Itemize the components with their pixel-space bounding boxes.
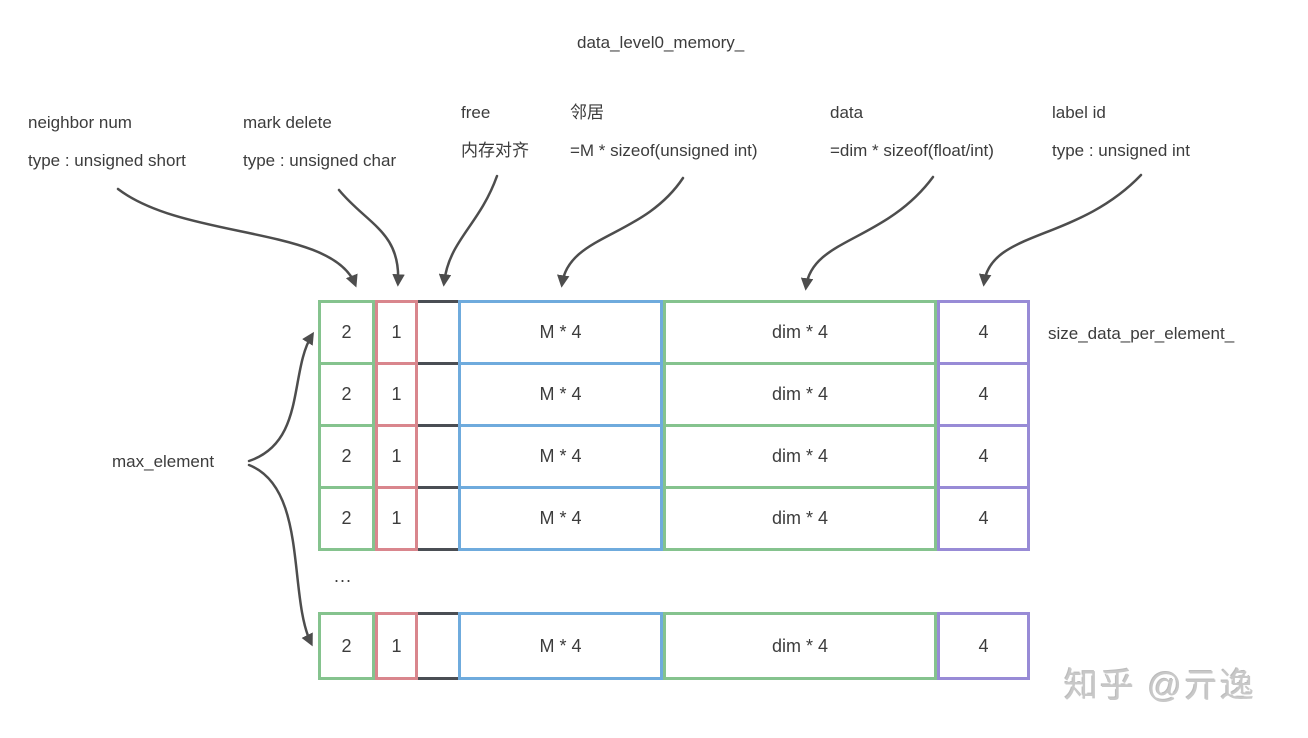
annotation-free: free 内存对齐 — [461, 94, 529, 170]
cell-data: dim * 4 — [663, 424, 937, 489]
annotation-free-type: 内存对齐 — [461, 141, 529, 160]
arrow-free — [438, 174, 499, 287]
annotation-neighbors: 邻居 =M * sizeof(unsigned int) — [570, 94, 758, 170]
table-row: 2 1 M * 4 dim * 4 4 — [318, 612, 1030, 680]
arrow-mark-delete — [337, 188, 405, 287]
annotation-label-id: label id type : unsigned int — [1052, 94, 1190, 170]
cell-data: dim * 4 — [663, 300, 937, 365]
cell-neighbor-num: 2 — [318, 612, 375, 680]
annotation-label-id-type: type : unsigned int — [1052, 141, 1190, 160]
annotation-neighbor-num: neighbor num type : unsigned short — [28, 104, 186, 180]
table-row: 2 1 M * 4 dim * 4 4 — [318, 486, 1030, 551]
cell-data: dim * 4 — [663, 486, 937, 551]
annotation-neighbor-num-name: neighbor num — [28, 113, 132, 132]
arrow-label-id — [978, 173, 1143, 287]
cell-neighbor-num: 2 — [318, 424, 375, 489]
rows-ellipsis: ... — [334, 566, 353, 586]
annotation-mark-delete-type: type : unsigned char — [243, 151, 397, 170]
cell-free — [418, 300, 458, 365]
cell-neighbors: M * 4 — [458, 612, 663, 680]
cell-data: dim * 4 — [663, 612, 937, 680]
annotation-mark-delete: mark delete type : unsigned char — [243, 104, 396, 180]
cell-neighbors: M * 4 — [458, 486, 663, 551]
arrow-neighbor-num — [116, 187, 358, 288]
table-row: 2 1 M * 4 dim * 4 4 — [318, 362, 1030, 427]
cell-mark-delete: 1 — [375, 612, 418, 680]
cell-label-id: 4 — [937, 424, 1030, 489]
annotation-data-name: data — [830, 103, 864, 122]
cell-data: dim * 4 — [663, 362, 937, 427]
table-row: 2 1 M * 4 dim * 4 4 — [318, 300, 1030, 365]
watermark: 知乎 @亓逸 — [1064, 667, 1256, 705]
annotation-free-name: free — [461, 103, 491, 122]
row-size-label: size_data_per_element_ — [1048, 324, 1235, 343]
cell-neighbor-num: 2 — [318, 300, 375, 365]
arrow-neighbors — [557, 176, 685, 288]
annotation-data-size: =dim * sizeof(float/int) — [830, 141, 994, 160]
diagram-title: data_level0_memory_ — [577, 33, 745, 52]
cell-label-id: 4 — [937, 362, 1030, 427]
cell-neighbors: M * 4 — [458, 362, 663, 427]
cell-neighbors: M * 4 — [458, 424, 663, 489]
max-element-label: max_element — [112, 452, 215, 471]
cell-label-id: 4 — [937, 486, 1030, 551]
table-row: 2 1 M * 4 dim * 4 4 — [318, 424, 1030, 489]
cell-label-id: 4 — [937, 612, 1030, 680]
cell-mark-delete: 1 — [375, 362, 418, 427]
arrow-max-element-top — [247, 331, 314, 463]
annotation-data: data =dim * sizeof(float/int) — [830, 94, 994, 170]
cell-free — [418, 362, 458, 427]
annotation-neighbor-num-type: type : unsigned short — [28, 151, 186, 170]
annotation-neighbors-name: 邻居 — [570, 103, 604, 122]
annotation-label-id-name: label id — [1052, 103, 1106, 122]
cell-free — [418, 612, 458, 680]
cell-mark-delete: 1 — [375, 486, 418, 551]
cell-free — [418, 486, 458, 551]
cell-mark-delete: 1 — [375, 424, 418, 489]
cell-neighbor-num: 2 — [318, 362, 375, 427]
arrow-max-element-bottom — [247, 463, 313, 647]
cell-neighbor-num: 2 — [318, 486, 375, 551]
cell-label-id: 4 — [937, 300, 1030, 365]
annotation-mark-delete-name: mark delete — [243, 113, 332, 132]
cell-mark-delete: 1 — [375, 300, 418, 365]
cell-neighbors: M * 4 — [458, 300, 663, 365]
arrow-data — [800, 175, 935, 291]
cell-free — [418, 424, 458, 489]
annotation-neighbors-size: =M * sizeof(unsigned int) — [570, 141, 758, 160]
